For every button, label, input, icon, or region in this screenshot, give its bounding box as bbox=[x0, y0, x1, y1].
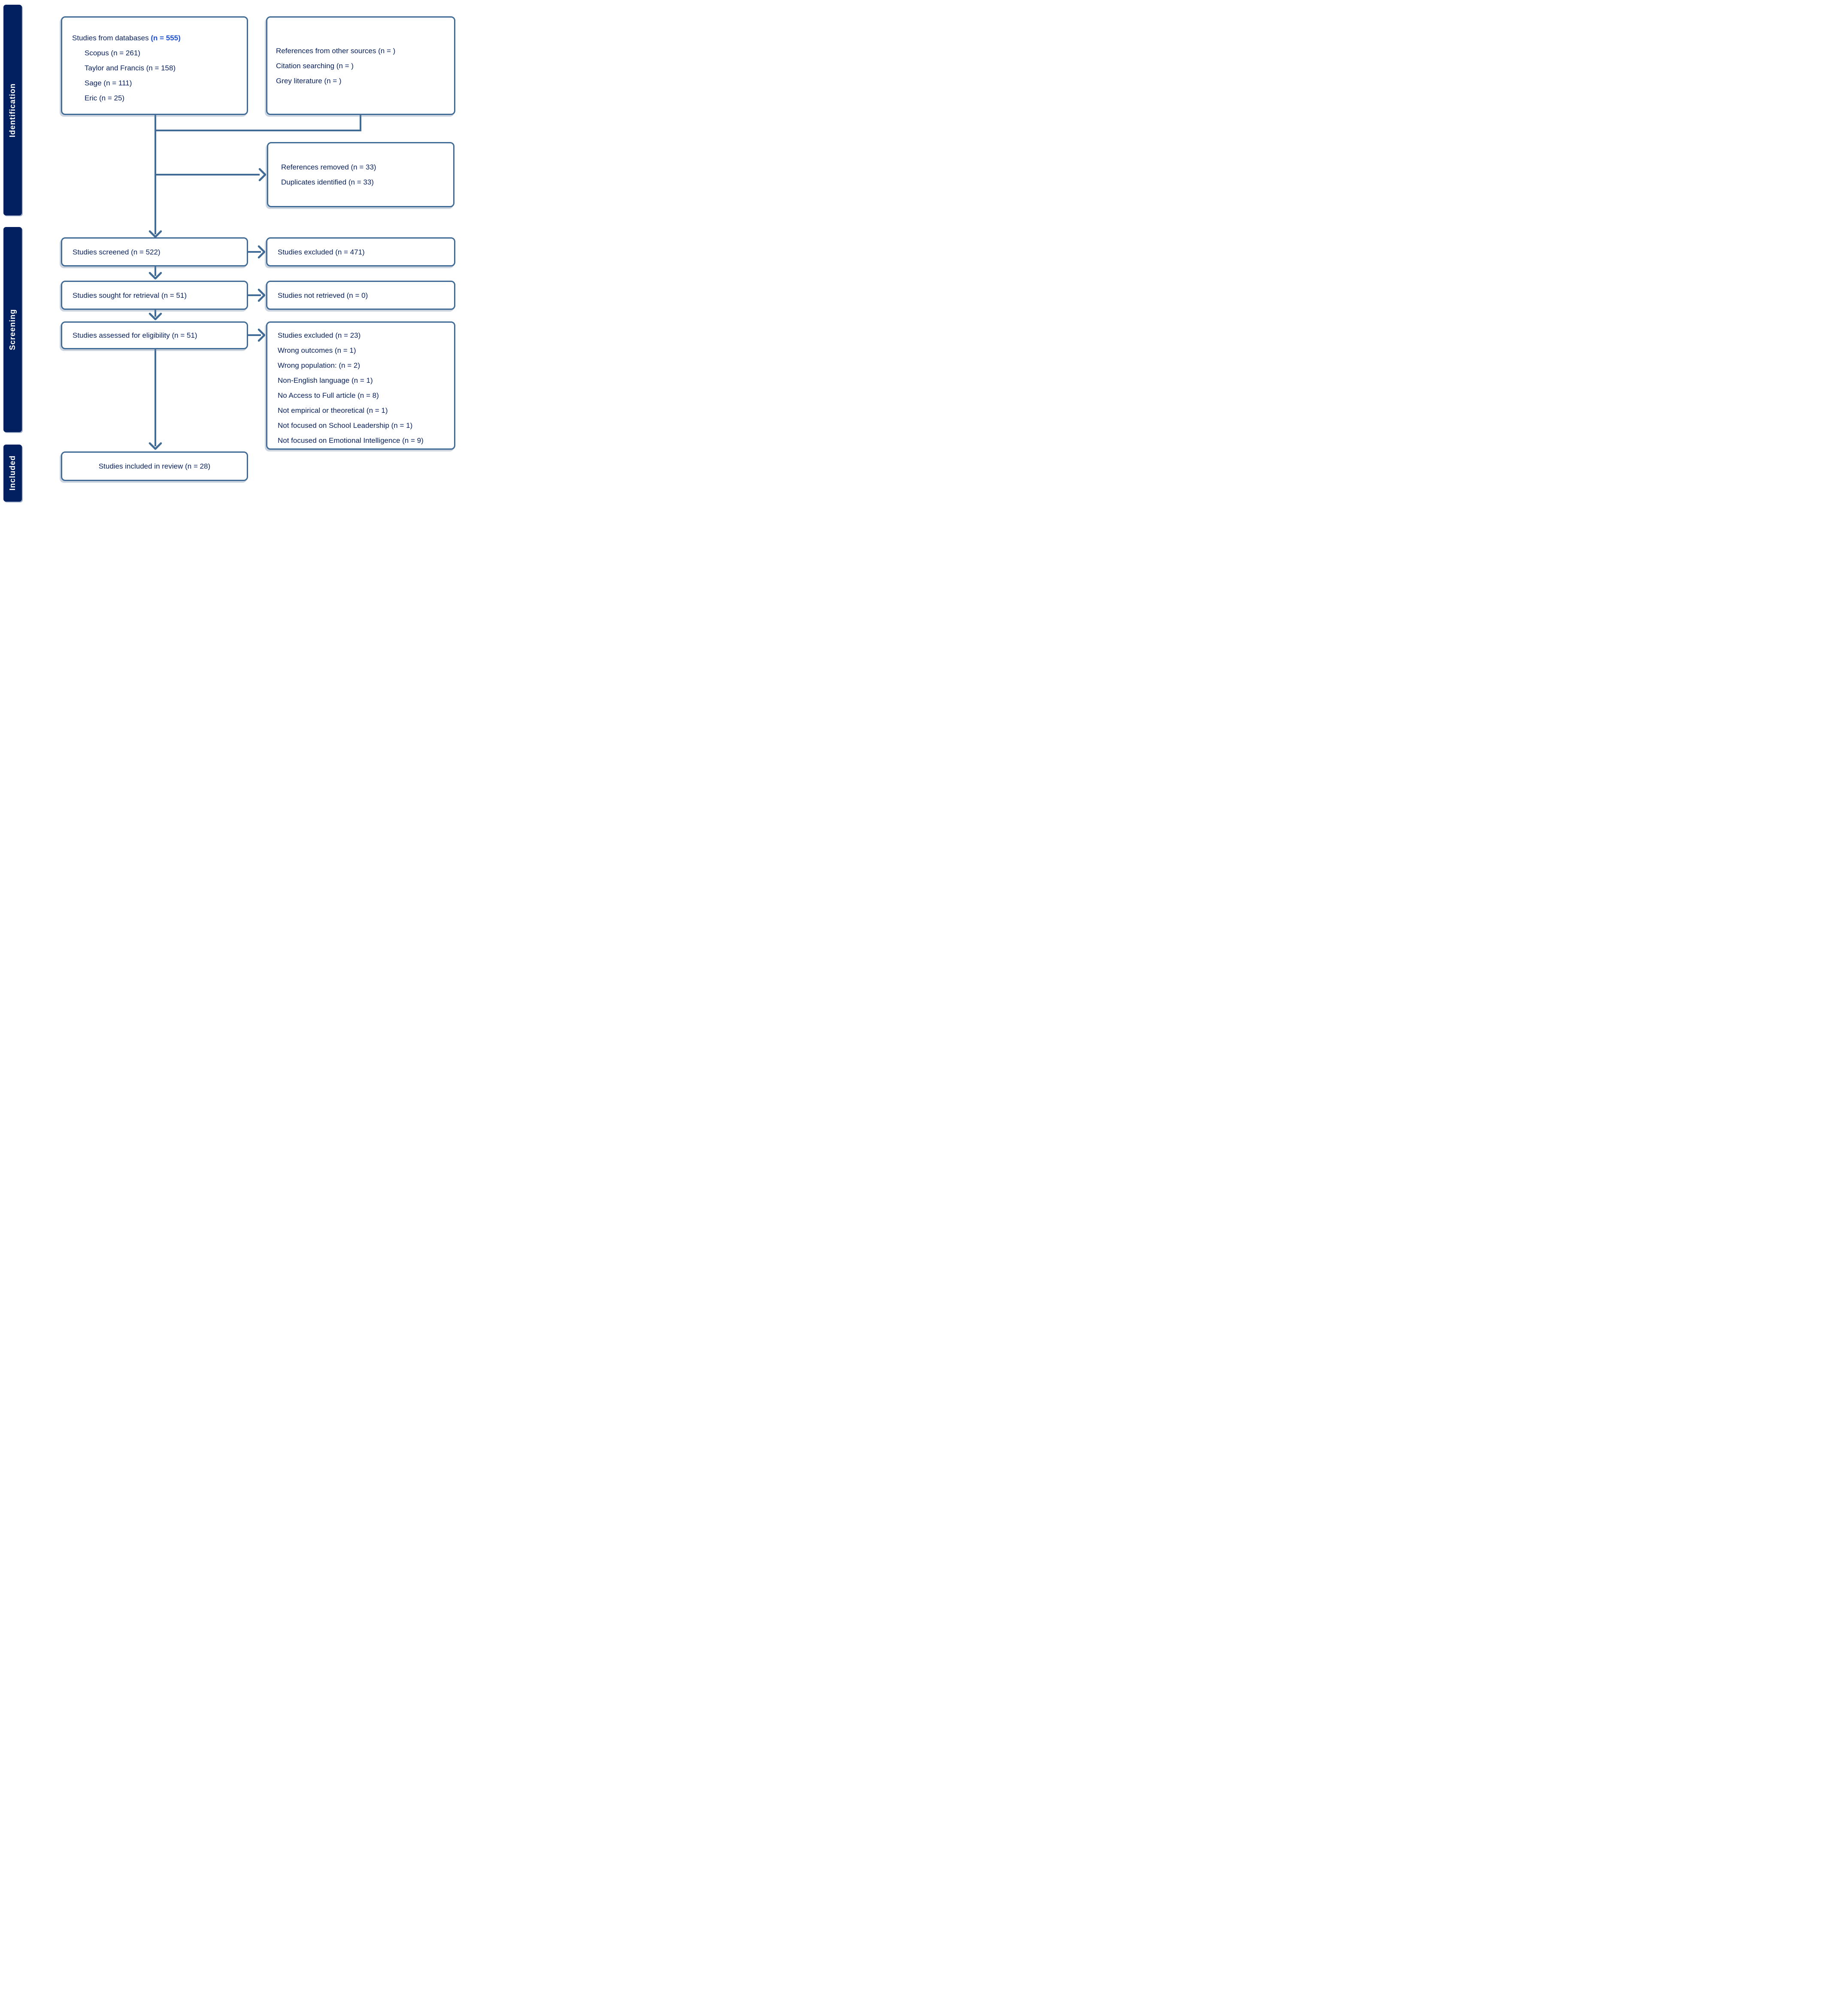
arrowhead-screened bbox=[148, 230, 162, 238]
box-studies-not-retrieved: Studies not retrieved (n = 0) bbox=[266, 281, 455, 310]
text-line: Not empirical or theoretical (n = 1) bbox=[278, 406, 388, 415]
stage-label-included: Included bbox=[8, 455, 17, 491]
box-studies-sought: Studies sought for retrieval (n = 51) bbox=[61, 281, 248, 310]
assessed-label: Studies assessed for eligibility (n = 51… bbox=[73, 331, 197, 339]
arrowhead-assessed bbox=[148, 312, 162, 321]
arrowhead-sought bbox=[148, 272, 162, 280]
text-line: Non-English language (n = 1) bbox=[278, 376, 373, 384]
screened-label: Studies screened (n = 522) bbox=[73, 248, 161, 256]
text-line: References removed (n = 33) bbox=[281, 163, 376, 171]
arrowhead-included bbox=[148, 442, 162, 450]
databases-title-text: Studies from databases bbox=[72, 34, 151, 42]
arrowhead-excluded-screening bbox=[258, 245, 266, 259]
stage-label-identification: Identification bbox=[8, 83, 17, 137]
databases-item-list: Scopus (n = 261) Taylor and Francis (n = … bbox=[72, 45, 242, 106]
box-studies-excluded-eligibility: Studies excluded (n = 23) Wrong outcomes … bbox=[266, 321, 455, 450]
included-review-label: Studies included in review (n = 28) bbox=[98, 462, 211, 470]
arrowhead-excluded-eligibility bbox=[258, 328, 266, 342]
stage-label-screening: Screening bbox=[8, 309, 17, 351]
text-line: No Access to Full article (n = 8) bbox=[278, 391, 379, 400]
text-line: Not focused on Emotional Intelligence (n… bbox=[278, 436, 424, 445]
removed-lines: References removed (n = 33) Duplicates id… bbox=[281, 160, 453, 190]
other-sources-lines: References from other sources (n = ) Cita… bbox=[276, 43, 454, 88]
not-retrieved-label: Studies not retrieved (n = 0) bbox=[278, 291, 368, 300]
text-line: Wrong outcomes (n = 1) bbox=[278, 346, 356, 354]
text-line: Grey literature (n = ) bbox=[276, 76, 342, 85]
text-line: Wrong population: (n = 2) bbox=[278, 361, 360, 369]
text-line: Sage (n = 111) bbox=[85, 79, 132, 87]
sought-label: Studies sought for retrieval (n = 51) bbox=[73, 291, 187, 300]
text-line: Citation searching (n = ) bbox=[276, 61, 354, 70]
text-line: Not focused on School Leadership (n = 1) bbox=[278, 421, 413, 430]
databases-title-count: (n = 555) bbox=[151, 34, 181, 42]
box-references-removed: References removed (n = 33) Duplicates id… bbox=[267, 142, 454, 207]
box-references-other-sources: References from other sources (n = ) Cita… bbox=[266, 16, 455, 115]
text-line: Duplicates identified (n = 33) bbox=[281, 178, 374, 186]
box-studies-included-review: Studies included in review (n = 28) bbox=[61, 451, 248, 481]
stage-bar-included: Included bbox=[3, 445, 22, 502]
box-studies-from-databases: Studies from databases (n = 555) Scopus … bbox=[61, 16, 248, 115]
text-line: References from other sources (n = ) bbox=[276, 46, 396, 55]
text-line: Scopus (n = 261) bbox=[85, 49, 140, 57]
arrowhead-removed bbox=[258, 168, 267, 182]
stage-bar-screening: Screening bbox=[3, 227, 22, 432]
arrowhead-not-retrieved bbox=[258, 288, 266, 302]
box-studies-screened: Studies screened (n = 522) bbox=[61, 237, 248, 266]
text-line: Taylor and Francis (n = 158) bbox=[85, 64, 176, 72]
box-studies-excluded-screening: Studies excluded (n = 471) bbox=[266, 237, 455, 266]
prisma-flow-diagram: Identification Screening Included Studie… bbox=[0, 0, 462, 503]
connector-other-sources-merge bbox=[155, 115, 361, 131]
box-studies-assessed: Studies assessed for eligibility (n = 51… bbox=[61, 321, 248, 349]
excluded-eligibility-lines: Studies excluded (n = 23) Wrong outcomes … bbox=[278, 328, 450, 448]
stage-bar-identification: Identification bbox=[3, 5, 22, 215]
excluded-screening-label: Studies excluded (n = 471) bbox=[278, 248, 365, 256]
text-line: Studies excluded (n = 23) bbox=[278, 331, 361, 339]
databases-title: Studies from databases (n = 555) bbox=[72, 30, 242, 45]
text-line: Eric (n = 25) bbox=[85, 94, 125, 102]
